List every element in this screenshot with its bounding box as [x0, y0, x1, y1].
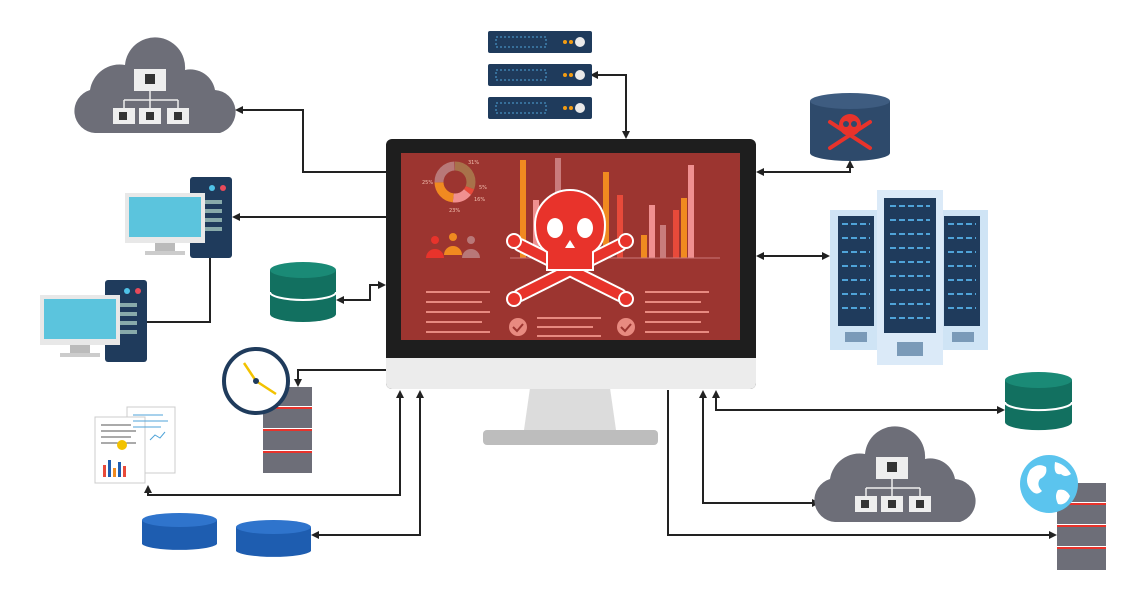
donut-chart	[434, 161, 476, 203]
users-icon	[426, 233, 480, 258]
database-icon	[236, 520, 311, 557]
database-icon	[142, 513, 217, 550]
checkmark-icon	[617, 318, 635, 336]
donut-label: 16%	[474, 197, 485, 203]
report-document-icon	[94, 406, 176, 484]
connector-cloud-right	[699, 390, 820, 507]
connector-blue-db	[311, 390, 424, 539]
donut-label: 25%	[422, 180, 433, 186]
infected-database-icon	[810, 93, 890, 161]
connector-green-db-right	[712, 390, 1005, 414]
server-unit-icon	[488, 97, 592, 119]
globe-icon	[1020, 455, 1078, 513]
connector-green-db	[336, 281, 386, 304]
donut-label: 23%	[449, 208, 460, 214]
connectors	[144, 71, 1057, 539]
donut-label: 31%	[468, 160, 479, 166]
connector-computer-2	[147, 258, 211, 323]
cloud-network-icon	[74, 37, 236, 133]
database-icon	[269, 262, 337, 322]
cloud-network-icon	[814, 426, 976, 522]
server-stack-icon	[1057, 483, 1106, 570]
infected-monitor: 31% 25% 5% 16% 23%	[386, 139, 756, 445]
server-stack-top	[488, 31, 592, 119]
connector-cloud-left	[235, 106, 386, 173]
text-lines-decoration	[426, 291, 709, 337]
database-icon	[1004, 372, 1073, 431]
connector-globe-server	[667, 390, 1057, 539]
checkmark-icon	[509, 318, 527, 336]
connector-infected-db	[756, 160, 854, 176]
donut-label: 5%	[479, 185, 487, 191]
server-unit-icon	[488, 64, 592, 86]
skull-crossbones-icon	[506, 189, 634, 307]
connector-top-servers	[590, 71, 630, 139]
clock-icon	[222, 347, 290, 415]
desktop-computer-icon	[125, 177, 232, 258]
server-unit-icon	[488, 31, 592, 53]
connector-clock-server	[294, 369, 386, 387]
desktop-computer-icon	[40, 280, 147, 362]
server-rack-icon	[830, 190, 988, 365]
